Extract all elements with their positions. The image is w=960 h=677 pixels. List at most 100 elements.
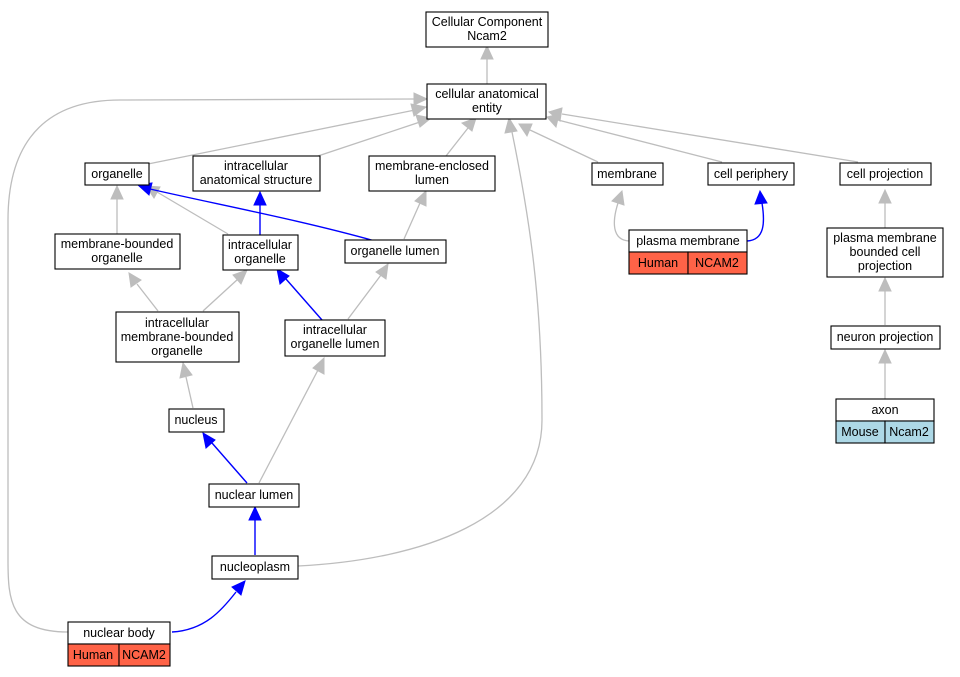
node-membrane[interactable]: membrane	[591, 162, 664, 186]
edge-nucbody-to-nucleoplasm	[171, 591, 237, 633]
node-label: bounded cell	[850, 245, 921, 259]
node-plasma-membrane[interactable]: plasma membrane Human NCAM2	[628, 229, 748, 275]
arrowhead	[231, 580, 246, 596]
node-plasma-membrane-bounded-cell-projection[interactable]: plasma membrane bounded cell projection	[826, 227, 944, 278]
arrowhead	[518, 123, 533, 138]
edge-nuclumen-to-nucleus	[211, 442, 248, 484]
node-label: membrane-bounded	[121, 330, 234, 344]
node-label: organelle	[234, 252, 285, 266]
node-nucleus[interactable]: nucleus	[168, 408, 225, 433]
node-label: cellular anatomical	[435, 87, 539, 101]
edge-orglumen-to-organelle	[149, 188, 376, 242]
arrowhead	[179, 361, 193, 379]
arrowhead	[375, 262, 389, 280]
node-label: organelle lumen	[351, 244, 440, 258]
node-label: organelle lumen	[291, 337, 380, 351]
arrowhead	[232, 269, 248, 285]
node-nucleoplasm[interactable]: nucleoplasm	[211, 555, 299, 580]
edge-pm-to-cellper	[746, 202, 765, 242]
node-label: axon	[871, 403, 898, 417]
node-intracellular-anatomical-structure[interactable]: intracellular anatomical structure	[192, 155, 321, 192]
node-intracellular-organelle-lumen[interactable]: intracellular organelle lumen	[284, 319, 386, 357]
edge-organelle-to-cae	[147, 109, 416, 165]
arrowhead	[414, 189, 427, 207]
tag-gene	[687, 251, 748, 275]
edge-cellper-to-cae	[557, 119, 723, 163]
edge-nucleoplasm-to-cae	[297, 131, 543, 567]
node-label: neuron projection	[837, 330, 934, 344]
node-organelle-lumen[interactable]: organelle lumen	[344, 239, 447, 264]
edges-blue	[136, 182, 768, 633]
tag-gene-label: NCAM2	[695, 256, 739, 270]
arrowhead	[312, 356, 325, 375]
edge-nucleus-to-imbo	[185, 376, 194, 409]
edge-nuclumen-to-iol	[258, 369, 319, 484]
arrowhead	[611, 189, 625, 206]
arrowhead	[202, 432, 216, 449]
node-label: membrane-bounded	[61, 237, 174, 251]
tag-species-label: Human	[73, 648, 113, 662]
edge-mel-to-cae	[445, 127, 469, 157]
node-intracellular-membrane-bounded-organelle[interactable]: intracellular membrane-bounded organelle	[115, 311, 240, 363]
arrowhead	[754, 189, 768, 205]
edge-membrane-to-cae	[529, 129, 599, 163]
arrowhead	[128, 272, 142, 288]
edge-cellproj-to-cae	[561, 113, 859, 163]
edge-iol-to-io	[285, 278, 323, 321]
node-axon[interactable]: axon Mouse Ncam2	[835, 398, 935, 444]
arrowhead	[480, 44, 494, 60]
node-nuclear-lumen[interactable]: nuclear lumen	[208, 483, 300, 508]
node-cellular-component-root[interactable]: Cellular Component Ncam2	[425, 11, 549, 48]
node-label: membrane-enclosed	[375, 159, 489, 173]
node-membrane-enclosed-lumen[interactable]: membrane-enclosed lumen	[368, 155, 496, 192]
tag-species-label: Human	[638, 256, 678, 270]
node-intracellular-organelle[interactable]: intracellular organelle	[222, 234, 299, 271]
node-label: organelle	[91, 251, 142, 265]
node-label: intracellular	[228, 238, 292, 252]
node-cellular-anatomical-entity[interactable]: cellular anatomical entity	[426, 83, 547, 120]
arrowhead	[110, 184, 124, 200]
node-label: nuclear body	[83, 626, 155, 640]
node-label: entity	[472, 101, 503, 115]
arrowhead	[248, 505, 262, 521]
node-label: intracellular	[224, 159, 288, 173]
node-nuclear-body[interactable]: nuclear body Human NCAM2	[67, 621, 171, 667]
arrowhead	[878, 348, 892, 364]
node-label: membrane	[597, 167, 657, 181]
node-label: Ncam2	[467, 29, 507, 43]
node-membrane-bounded-organelle[interactable]: membrane-bounded organelle	[54, 233, 181, 270]
node-cell-periphery[interactable]: cell periphery	[707, 162, 795, 186]
node-label: organelle	[151, 344, 202, 358]
edge-ias-to-cae	[317, 121, 421, 157]
arrowhead	[878, 276, 892, 292]
arrowhead	[504, 116, 518, 134]
node-label: nucleus	[174, 413, 217, 427]
edge-iol-to-orglumen	[347, 274, 382, 320]
node-organelle[interactable]: organelle	[84, 162, 150, 186]
node-label: nucleoplasm	[220, 560, 290, 574]
edge-io-to-organelle	[156, 191, 229, 235]
arrowhead	[460, 117, 477, 132]
edge-pm-to-membrane	[613, 202, 630, 242]
node-label: lumen	[415, 173, 449, 187]
node-label: intracellular	[145, 316, 209, 330]
arrowhead	[253, 190, 267, 206]
edge-orglumen-to-mel	[403, 202, 421, 240]
arrowhead	[410, 103, 428, 117]
arrowhead	[878, 188, 892, 204]
node-label: organelle	[91, 167, 142, 181]
node-label: anatomical structure	[200, 173, 313, 187]
node-neuron-projection[interactable]: neuron projection	[830, 325, 941, 350]
edge-imbo-to-io	[202, 278, 239, 312]
edge-imbo-to-mbo	[136, 283, 159, 312]
node-label: cell periphery	[714, 167, 789, 181]
tag-gene	[118, 643, 171, 667]
edge-nucbody-to-cae	[7, 98, 415, 633]
tag-gene-label: NCAM2	[122, 648, 166, 662]
tag-species-label: Mouse	[841, 425, 879, 439]
node-cell-projection[interactable]: cell projection	[839, 162, 932, 186]
node-label: cell projection	[847, 167, 923, 181]
node-label: nuclear lumen	[215, 488, 294, 502]
